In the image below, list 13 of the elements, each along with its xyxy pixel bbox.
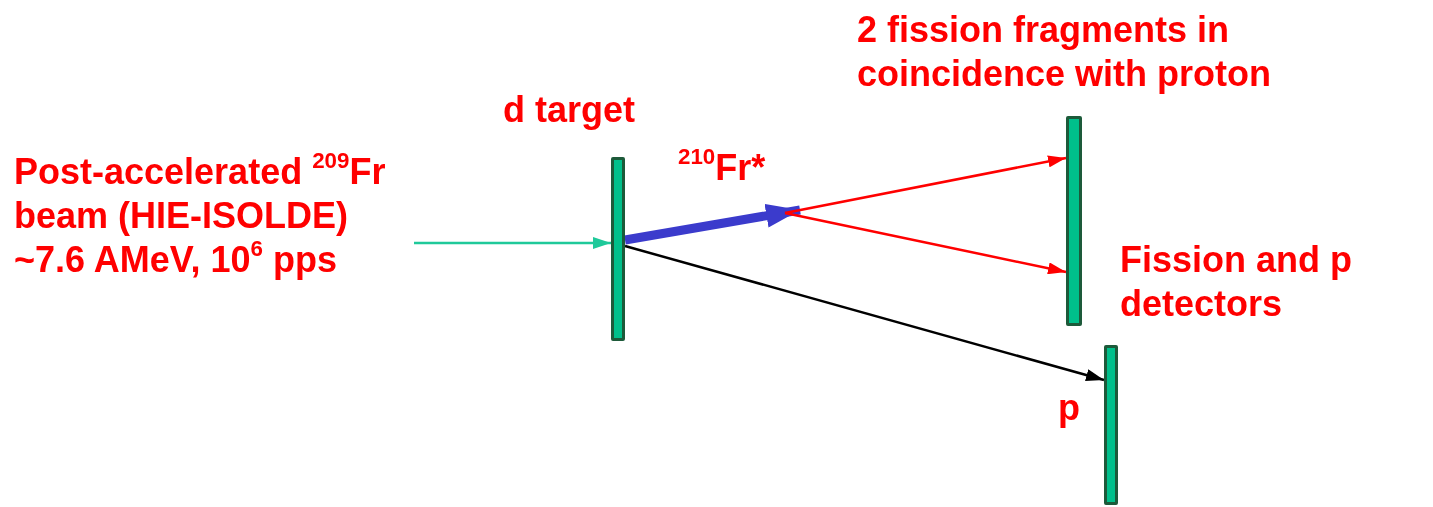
target-label: d target xyxy=(503,88,636,132)
detector-bar xyxy=(1066,116,1082,326)
arrow xyxy=(784,211,1067,275)
arrow xyxy=(624,244,1105,382)
edge-label: $^{210}$Fr* xyxy=(678,146,766,190)
arrow xyxy=(784,155,1067,215)
edge-label: p xyxy=(1058,386,1080,430)
annotation-text: 2 fission fragments in coincidence with proton xyxy=(857,8,1273,96)
arrow xyxy=(414,237,611,249)
beam-label: Post-accelerated $^{209}$Fr beam (HIE-ISOLDE) ~7.6 AMeV, 10$^{6}$ pps xyxy=(14,150,387,282)
arrow xyxy=(624,203,801,245)
detector-bar xyxy=(1104,345,1118,505)
annotation-text: Fission and p detectors xyxy=(1120,238,1353,326)
